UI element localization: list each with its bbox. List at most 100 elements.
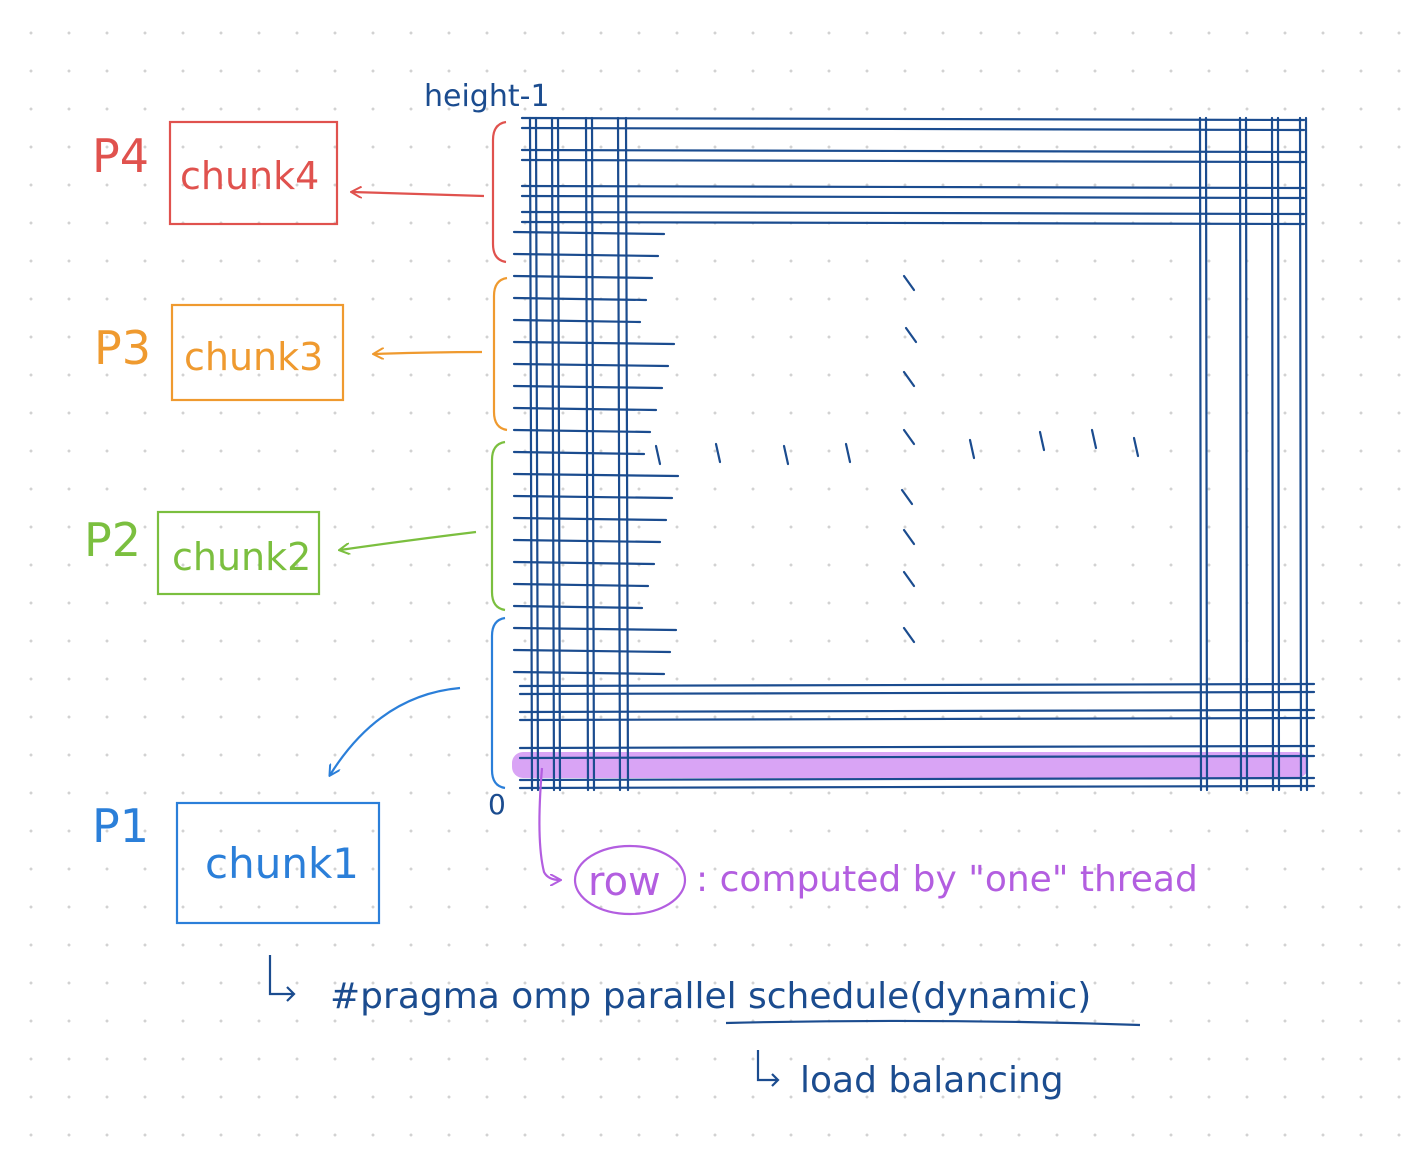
grid-col-right-6 xyxy=(1298,116,1303,792)
row-pointer-arrow xyxy=(538,767,560,880)
pragma-schedule: schedule(dynamic) xyxy=(748,976,1091,1017)
ellipsis-dash xyxy=(714,442,722,464)
row-circle xyxy=(573,844,687,916)
chunk1-arrow xyxy=(330,686,461,775)
grid-row-left xyxy=(512,406,658,412)
ellipsis-dash xyxy=(1132,436,1140,458)
ellipsis-dash xyxy=(844,442,852,464)
grid-row-left xyxy=(512,670,666,676)
chunk3-bracket xyxy=(492,276,508,432)
chunk4-group: P4 chunk4 xyxy=(92,120,507,264)
grid-col-left-6 xyxy=(616,116,622,792)
grid-col-right-7 xyxy=(1304,116,1309,792)
grid-col-right-3 xyxy=(1244,116,1249,792)
ellipsis-marks xyxy=(654,274,1140,644)
chunk2-label: chunk2 xyxy=(172,535,311,579)
row-note: row : computed by "one" thread xyxy=(538,767,1198,916)
p1-label: P1 xyxy=(92,799,149,853)
grid-col-right-5 xyxy=(1276,116,1281,792)
grid-row-top-0 xyxy=(520,116,1306,122)
ellipsis-dash xyxy=(782,444,790,466)
ellipsis-dash xyxy=(1038,430,1046,452)
grid-row-left xyxy=(512,560,656,566)
grid-col-left-4 xyxy=(584,116,590,792)
row-word: row xyxy=(588,859,661,905)
grid-row-bottom-0 xyxy=(518,682,1316,688)
grid-row-left xyxy=(512,472,680,478)
grid-row-left xyxy=(512,516,668,522)
grid-col-left-7 xyxy=(624,116,630,792)
ellipsis-dash xyxy=(654,444,662,466)
ellipsis-dash xyxy=(902,570,916,588)
grid-row-top-7 xyxy=(520,220,1306,226)
grid-row-bottom-5 xyxy=(518,754,1316,760)
grid-row-top-4 xyxy=(520,184,1306,190)
grid-row-top-3 xyxy=(520,158,1306,164)
p3-label: P3 xyxy=(94,321,151,375)
row-note-text: : computed by "one" thread xyxy=(696,859,1198,900)
grid-row-bottom-3 xyxy=(518,716,1316,722)
grid-col-left-1 xyxy=(534,116,540,792)
grid-row-top-1 xyxy=(520,126,1306,132)
chunk3-arrow xyxy=(374,352,483,354)
schedule-underline xyxy=(725,1019,1141,1027)
chunk2-group: P2 chunk2 xyxy=(84,440,506,612)
grid-row-left xyxy=(512,230,666,236)
p4-label: P4 xyxy=(92,129,149,183)
chunk3-group: P3 chunk3 xyxy=(94,276,508,432)
ellipsis-dash xyxy=(968,438,976,460)
ellipsis-dash xyxy=(902,626,916,644)
grid-col-left-5 xyxy=(590,116,596,792)
chunk4-box xyxy=(168,120,339,226)
chunk2-box xyxy=(156,510,321,596)
grid-row-left xyxy=(512,604,644,610)
chunk1-box xyxy=(175,801,381,925)
ellipsis-dash xyxy=(900,488,914,506)
chunk4-label: chunk4 xyxy=(180,154,319,198)
grid-row-bottom-7 xyxy=(518,784,1316,790)
grid-row-left xyxy=(512,450,646,456)
chunk2-bracket xyxy=(490,440,506,612)
ellipsis-dash xyxy=(902,370,916,388)
chunk3-box xyxy=(170,303,345,402)
chunk4-arrow xyxy=(352,192,485,196)
height-label: height-1 xyxy=(424,79,550,114)
ellipsis-dash xyxy=(902,428,916,446)
zero-label: 0 xyxy=(488,788,506,821)
grid-col-right-2 xyxy=(1238,116,1243,792)
grid-col-left-3 xyxy=(556,116,562,792)
pragma-note: #pragma omp parallel schedule(dynamic) l… xyxy=(268,955,1141,1101)
grid-col-left-0 xyxy=(528,116,534,792)
grid-col-right-4 xyxy=(1270,116,1275,792)
pragma-prefix: #pragma omp parallel xyxy=(330,976,737,1017)
grid-col-left-2 xyxy=(550,116,556,792)
load-hook-icon xyxy=(756,1050,780,1087)
chunk1-bracket xyxy=(490,616,506,790)
grid-row-left xyxy=(512,648,672,654)
load-balancing-note: load balancing xyxy=(800,1060,1064,1101)
grid-row-left xyxy=(512,340,676,346)
p2-label: P2 xyxy=(84,513,141,567)
grid-row-top-2 xyxy=(520,148,1306,154)
grid-row-top-6 xyxy=(520,210,1306,216)
grid-row-left xyxy=(512,362,670,368)
chunk4-bracket xyxy=(491,120,507,264)
grid-row-bottom-1 xyxy=(518,690,1316,696)
ellipsis-dash xyxy=(902,274,916,292)
ellipsis-dash xyxy=(904,326,918,344)
grid-row-left xyxy=(512,318,642,324)
grid-col-right-0 xyxy=(1198,116,1203,792)
ellipsis-dash xyxy=(902,528,916,546)
chunk1-label: chunk1 xyxy=(205,839,359,888)
ellipsis-dash xyxy=(1090,428,1098,450)
grid-row-bottom-4 xyxy=(518,744,1316,750)
grid-row-left xyxy=(512,384,664,390)
grid-row-left xyxy=(512,274,654,280)
grid-row-bottom-6 xyxy=(518,776,1316,782)
pragma-hook-icon xyxy=(268,955,296,1002)
grid-row-left xyxy=(512,626,678,632)
grid-row-bottom-2 xyxy=(518,708,1316,714)
grid-col-right-1 xyxy=(1204,116,1209,792)
grid-row-left xyxy=(512,428,652,434)
